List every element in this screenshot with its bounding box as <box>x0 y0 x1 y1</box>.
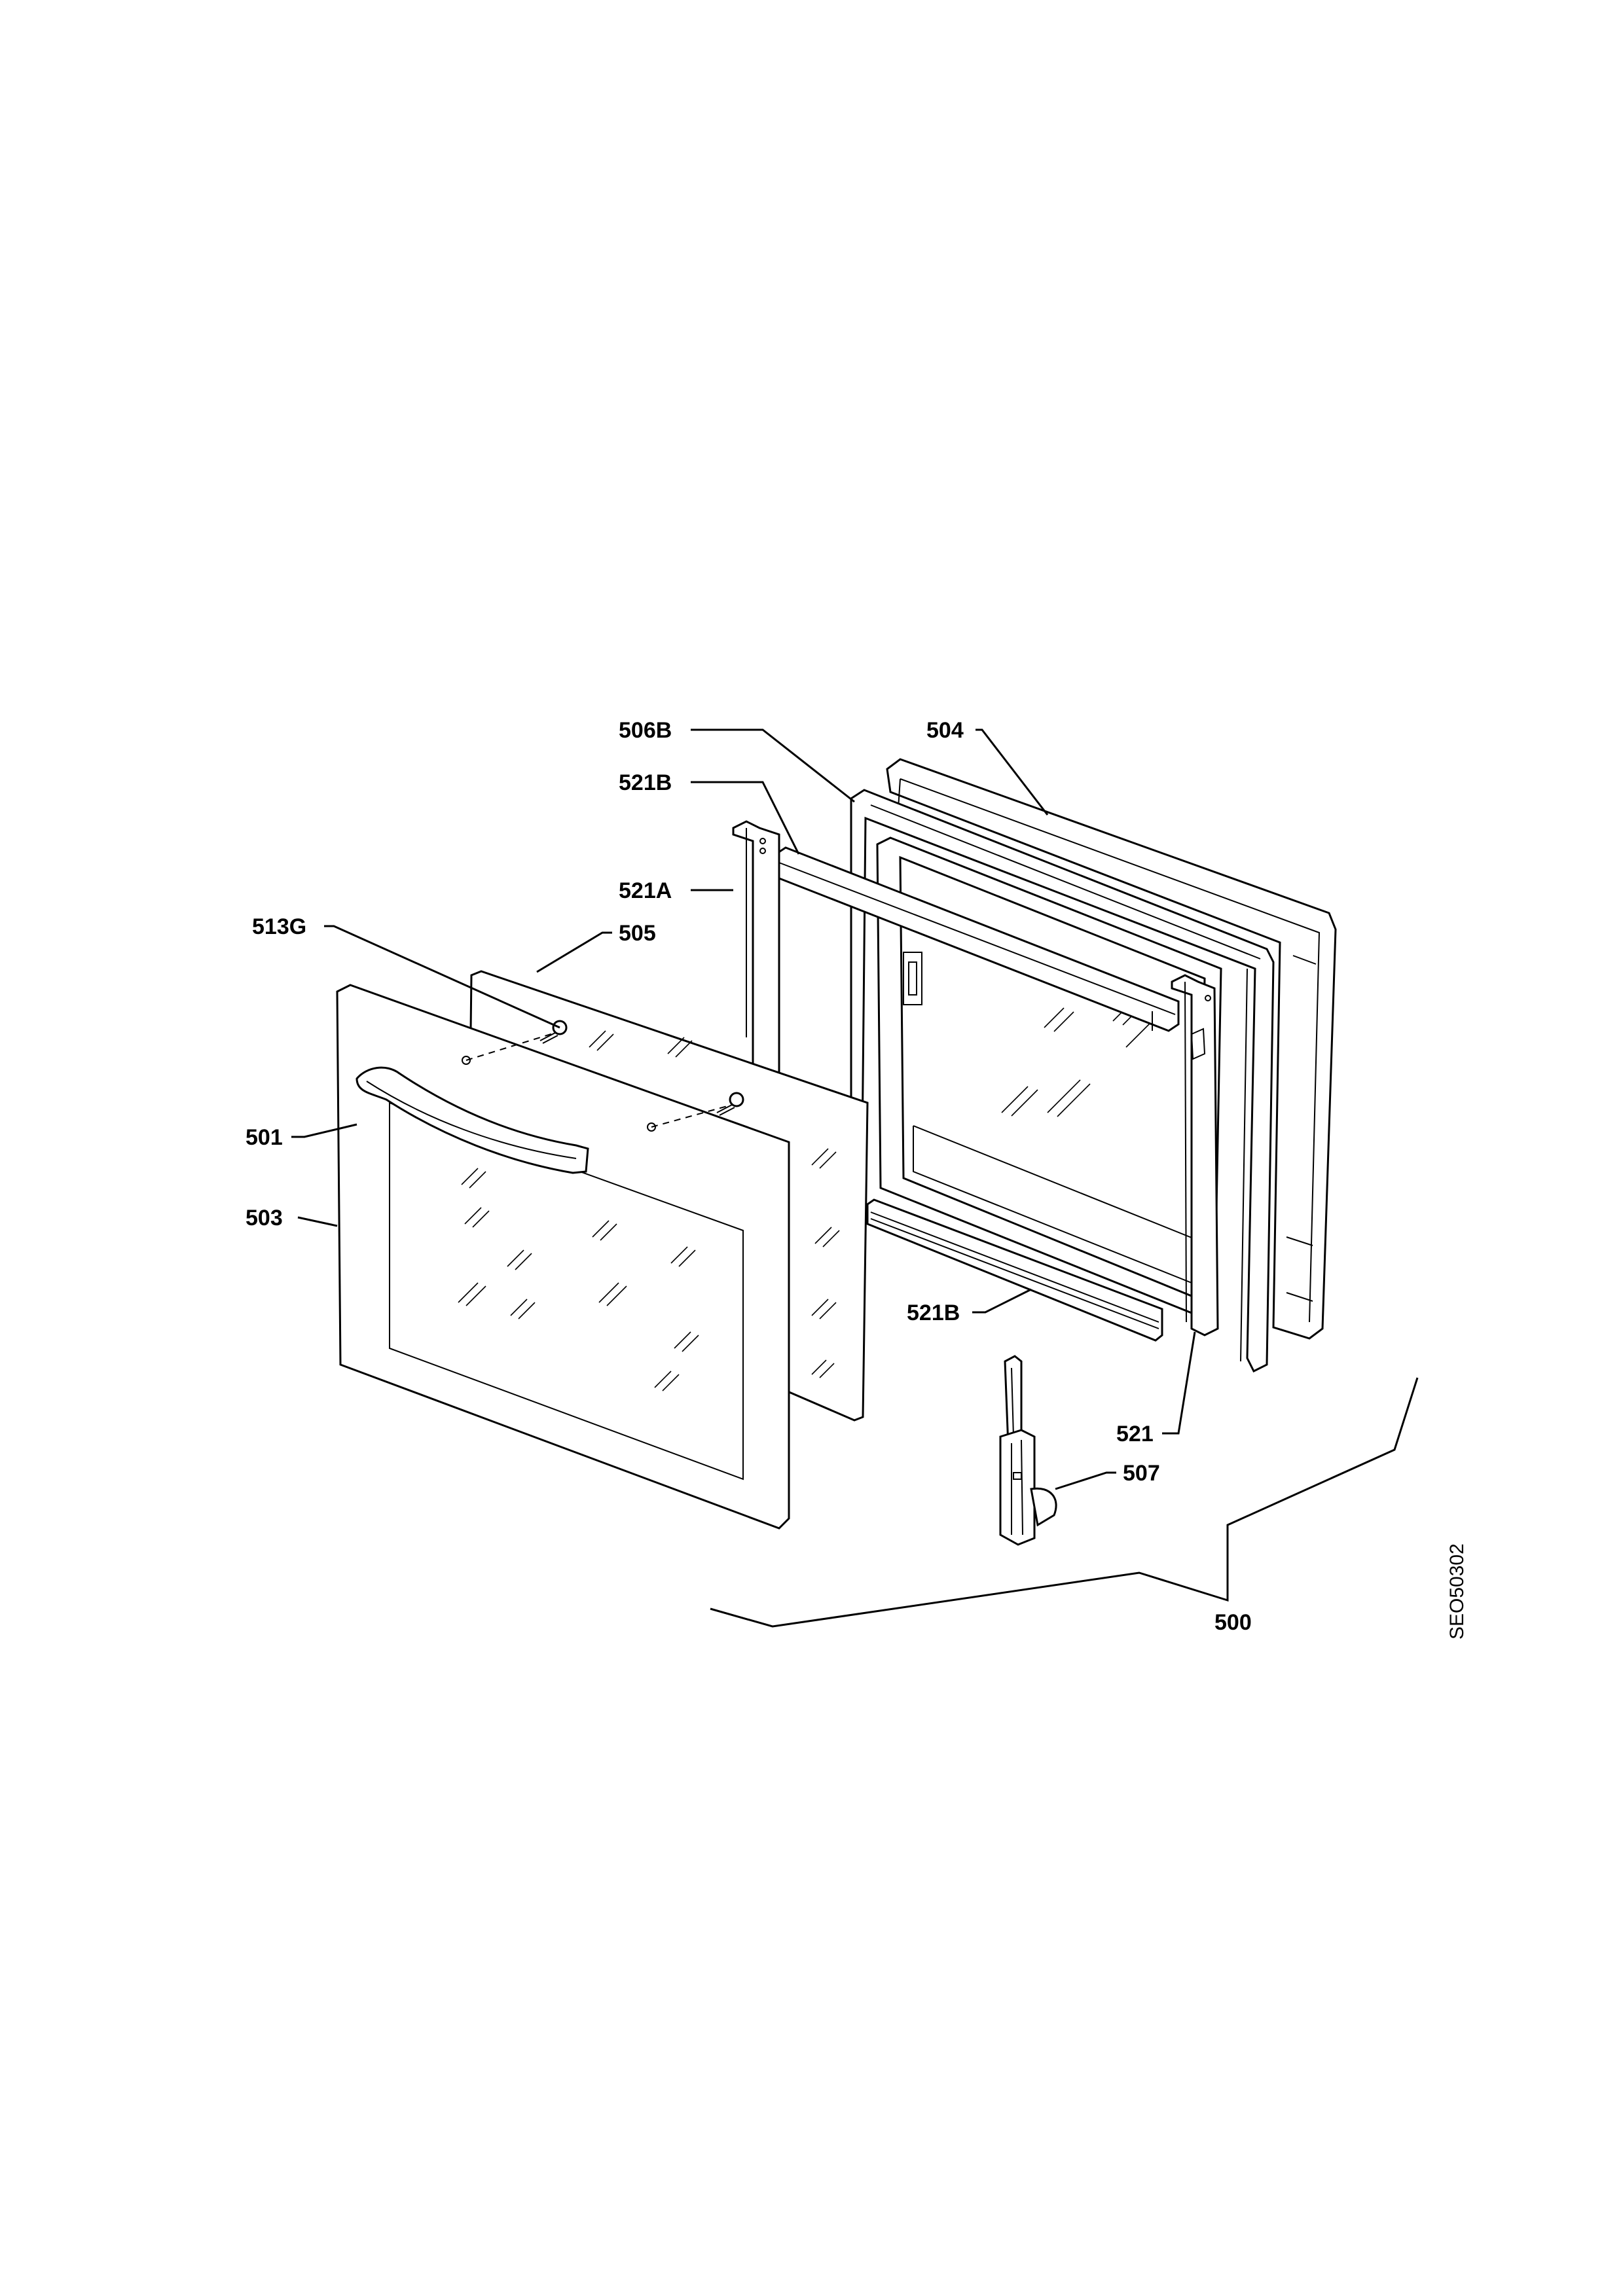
label-521B-top: 521B <box>619 770 672 795</box>
glass-503-hatch <box>458 1168 699 1391</box>
label-503: 503 <box>246 1206 283 1230</box>
leader-lines <box>291 728 1196 1490</box>
label-507: 507 <box>1123 1461 1160 1486</box>
label-521: 521 <box>1116 1422 1154 1446</box>
label-505: 505 <box>619 921 656 946</box>
part-521-right-bracket <box>1171 974 1219 1336</box>
part-521B-bottom-profile <box>866 1198 1163 1342</box>
inner-glass-frame <box>876 836 1222 1318</box>
label-506B: 506B <box>619 718 672 743</box>
label-521A: 521A <box>619 878 672 903</box>
label-521B-bottom: 521B <box>907 1300 960 1325</box>
part-521A-left-bracket <box>732 820 780 1088</box>
label-504: 504 <box>926 718 964 743</box>
part-501-door-handle <box>356 1066 589 1174</box>
part-507-hinge <box>999 1355 1057 1546</box>
label-513G: 513G <box>252 914 306 939</box>
glass-505-hatch <box>589 1030 840 1378</box>
assembly-500-bracket-lines <box>710 1377 1419 1628</box>
part-504-rear-frame <box>886 758 1337 1340</box>
label-500: 500 <box>1214 1610 1252 1635</box>
label-501: 501 <box>246 1125 283 1150</box>
screw-513G-b <box>716 1092 744 1116</box>
part-labels: 506B 504 521B 521A 513G 505 501 503 521B… <box>246 718 1252 1635</box>
drawing-code: SEO50302 <box>1446 1543 1468 1640</box>
